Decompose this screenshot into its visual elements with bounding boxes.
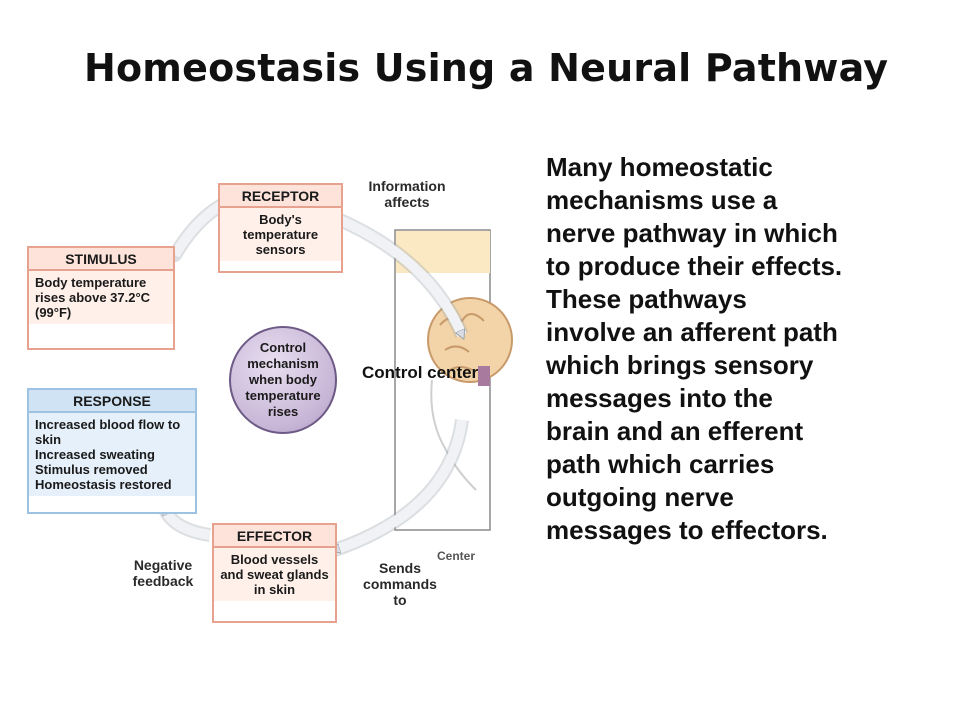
response-body: Increased blood flow to skin Increased s… — [29, 413, 195, 496]
sends-commands-label: Sends commands to — [363, 560, 437, 608]
stimulus-heading: STIMULUS — [29, 248, 173, 271]
page-title: Homeostasis Using a Neural Pathway — [84, 46, 889, 90]
homeostasis-diagram: RECEPTOR Body's temperature sensors STIM… — [0, 150, 520, 630]
response-line: Increased sweating — [35, 447, 155, 462]
effector-box: EFFECTOR Blood vessels and sweat glands … — [212, 523, 337, 623]
effector-heading: EFFECTOR — [214, 525, 335, 548]
stimulus-body: Body temperature rises above 37.2°C (99°… — [29, 271, 173, 324]
response-heading: RESPONSE — [29, 390, 195, 413]
control-mechanism-circle: Control mechanism when body temperature … — [229, 326, 337, 434]
negative-feedback-label: Negative feedback — [132, 557, 194, 589]
receptor-body: Body's temperature sensors — [220, 208, 341, 261]
center-partial-label: Center — [436, 549, 475, 562]
response-box: RESPONSE Increased blood flow to skin In… — [27, 388, 197, 514]
response-line: Stimulus removed — [35, 462, 148, 477]
receptor-box: RECEPTOR Body's temperature sensors — [218, 183, 343, 273]
control-center-label: Control center — [362, 363, 479, 382]
control-mechanism-text: Control mechanism when body temperature … — [245, 340, 321, 419]
stimulus-box: STIMULUS Body temperature rises above 37… — [27, 246, 175, 350]
effector-body: Blood vessels and sweat glands in skin — [214, 548, 335, 601]
response-line: Homeostasis restored — [35, 477, 172, 492]
explanation-paragraph: Many homeostatic mechanisms use a nerve … — [546, 152, 843, 545]
response-line: Increased blood flow to skin — [35, 417, 181, 447]
receptor-heading: RECEPTOR — [220, 185, 341, 208]
information-affects-label: Information affects — [368, 178, 446, 210]
